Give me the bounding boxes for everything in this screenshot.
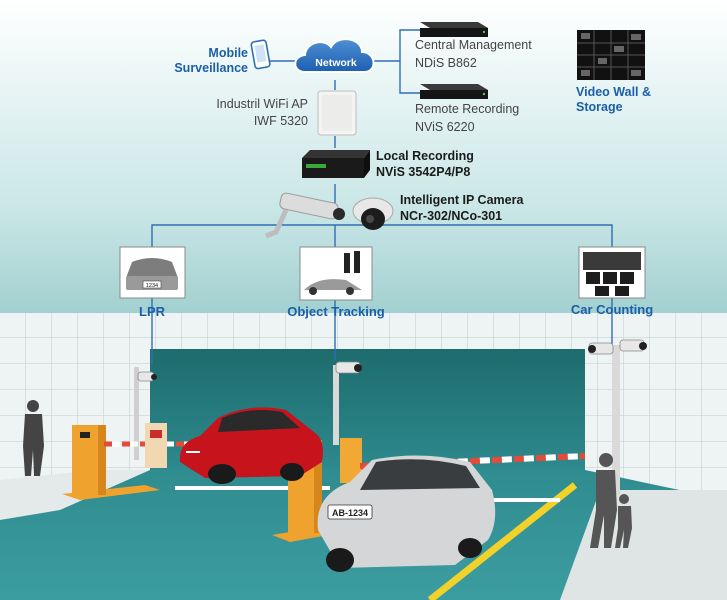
mobile-label-line2: Surveillance [174,61,248,75]
car-counting-thumbnail [578,246,646,299]
yellow-lane-line [427,482,578,600]
central-label-line1: Central Management [415,38,532,52]
central-management-label: Central Management NDiS B862 [415,38,532,71]
person-left [23,400,44,476]
counting-pole [588,339,647,495]
object-tracking-thumbnail [299,246,373,301]
lpr-label: LPR [139,304,165,319]
mobile-phone-icon [250,39,271,70]
video-wall-label: Video Wall & Storage [576,85,651,115]
dome-camera-icon [352,197,394,230]
videowall-label-line2: Storage [576,100,623,114]
network-cloud-icon [294,38,375,73]
wifi-label-line2: IWF 5320 [253,114,308,128]
lpr-thumbnail: 1234 [119,246,186,299]
central-label-line2: NDiS B862 [415,56,477,70]
local-recording-nvr-icon [302,150,370,178]
local-recording-label: Local Recording NViS 3542P4/P8 [376,149,474,180]
wifi-label-line1: Industril WiFi AP [216,97,308,111]
ip-camera-label: Intelligent IP Camera NCr-302/NCo-301 [400,193,523,224]
network-label: Network [315,57,357,69]
silver-car-plate-text: AB-1234 [332,508,368,518]
wifi-access-point-icon [317,90,357,136]
adult-right [590,453,617,548]
local-label-line1: Local Recording [376,149,474,163]
remote-recording-label: Remote Recording NViS 6220 [415,102,519,135]
videowall-label-line1: Video Wall & [576,85,652,99]
video-wall-icon [577,30,645,80]
car-counting-label: Car Counting [570,302,654,317]
camera-label-line2: NCr-302/NCo-301 [400,209,503,223]
mobile-label-line1: Mobile [208,46,248,60]
mobile-surveillance-label: Mobile Surveillance [170,46,248,76]
bullet-camera-icon [265,192,345,239]
left-barrier-gate [62,423,240,500]
tracking-pole [333,361,362,445]
silver-car: AB-1234 [317,455,496,572]
lpr-plate-text: 1234 [146,283,158,289]
local-label-line2: NViS 3542P4/P8 [376,165,471,179]
camera-label-line1: Intelligent IP Camera [400,193,524,207]
wifi-ap-label: Industril WiFi AP IWF 5320 [190,97,308,129]
remote-label-line1: Remote Recording [415,102,520,116]
remote-label-line2: NViS 6220 [415,120,475,134]
lpr-pole [134,367,157,460]
child-right [615,494,632,548]
object-tracking-label: Object Tracking [287,304,385,319]
red-car [179,407,323,484]
central-management-server-icon [420,22,488,37]
remote-recording-nvr-icon [420,84,488,99]
